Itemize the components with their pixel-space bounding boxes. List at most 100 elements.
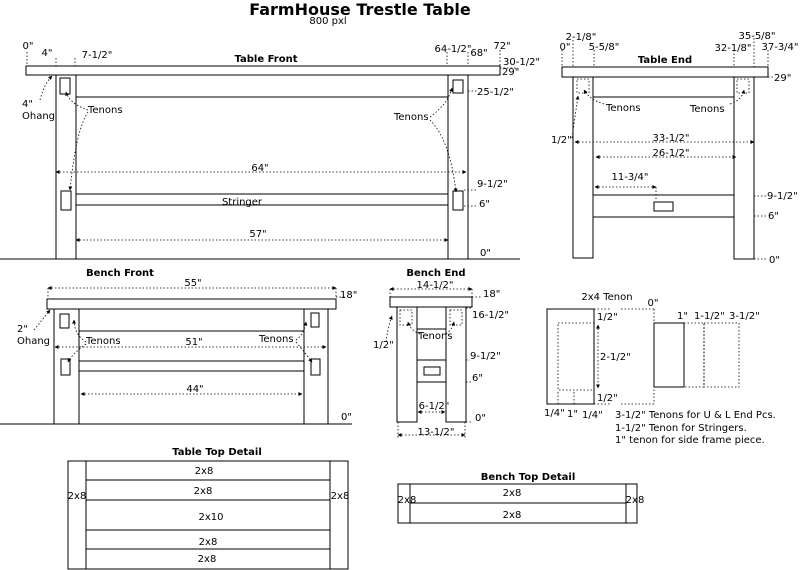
table-stringer: [75, 193, 449, 206]
dim-label: 35-5/8": [738, 31, 775, 42]
table-leg-right: [447, 74, 469, 260]
dim-label: 18": [340, 290, 357, 301]
table-top-detail: Table Top Detail 2x8 2x8 2x10 2x8 2x8 2x…: [67, 447, 349, 570]
dim-label: 1": [677, 311, 688, 322]
tenon-mark: [452, 79, 464, 94]
table-end-top: [561, 66, 769, 78]
tenon-note: 1" tenon for side frame piece.: [615, 435, 765, 446]
bench-top-detail-heading: Bench Top Detail: [481, 472, 576, 483]
dim-label: 14-1/2": [416, 280, 453, 291]
dim-label: 64-1/2": [434, 44, 471, 55]
bench-end-upper-rail: [416, 306, 447, 330]
tenon-side-shoulder: [653, 322, 685, 388]
tenon-note: 1-1/2" Tenon for Stringers.: [615, 423, 747, 434]
bench-top-board: [46, 298, 337, 310]
dim-label: 0": [480, 248, 491, 259]
dim-label: 57": [249, 229, 266, 240]
board-label: 2x10: [198, 512, 223, 523]
tenon-end-outline: [546, 308, 595, 405]
table-top-outline: [67, 460, 349, 570]
dim-label: 1/2": [373, 340, 394, 351]
tenon-mark: [60, 358, 71, 376]
bench-end-lower-rail: [416, 359, 447, 383]
bench-end-heading: Bench End: [406, 268, 465, 279]
tenon-detail: 2x4 Tenon 0" 1/2" 2-1/2" 1/2" 1/4" 1" 1/…: [544, 292, 776, 446]
board-label: 2x8: [503, 510, 522, 521]
dim-label: 3-1/2": [729, 311, 760, 322]
bench-leg-left: [53, 308, 80, 425]
tenon-mark: [310, 358, 321, 376]
tenon-detail-heading: 2x4 Tenon: [581, 292, 632, 303]
dim-label: 6": [479, 199, 490, 210]
end-board-label: 2x8: [398, 495, 417, 506]
dim-label: 44": [186, 384, 203, 395]
dim-label: 26-1/2": [652, 148, 689, 159]
dim-label: 29": [502, 67, 519, 78]
end-board-label: 2x8: [68, 491, 87, 502]
bench-apron: [78, 308, 305, 332]
dim-label: 1/2": [597, 312, 618, 323]
tenon-mark: [452, 190, 464, 211]
table-end-leg-right: [733, 76, 755, 260]
dim-label: 6": [768, 211, 779, 222]
dim-label: 68": [470, 48, 487, 59]
dim-label: 4": [42, 48, 53, 59]
dim-label: 16-1/2": [472, 310, 509, 321]
bench-top-detail: Bench Top Detail 2x8 2x8 2x8 2x8: [397, 472, 645, 524]
dim-label: 30-1/2": [503, 57, 540, 68]
overhang-number: 4": [22, 99, 33, 110]
stringer-mortise: [653, 201, 674, 212]
dim-label: 9-1/2": [767, 191, 798, 202]
tenons-label-right: Tenons: [258, 334, 294, 345]
dim-label: 1": [567, 409, 578, 420]
dim-label: 2-1/8": [566, 32, 597, 43]
dim-label: 29": [774, 73, 791, 84]
table-end-leg-left: [572, 76, 594, 259]
table-front-heading: Table Front: [234, 54, 297, 65]
dim-label: 1/2": [551, 135, 572, 146]
tenons-label-right: Tenons: [689, 104, 725, 115]
bench-front-heading: Bench Front: [86, 268, 154, 279]
table-top-detail-heading: Table Top Detail: [172, 447, 262, 458]
tenon-mark: [59, 313, 70, 329]
table-apron: [75, 74, 449, 98]
table-front-view: Table Front 0": [0, 41, 540, 260]
overhang-number: 2": [17, 324, 28, 335]
dim-label: 72": [493, 41, 510, 52]
page-subtitle: 800 pxl: [309, 16, 346, 27]
dim-label: 64": [251, 163, 268, 174]
board-label: 2x8: [195, 466, 214, 477]
board-label: 2x8: [194, 486, 213, 497]
tenon-mark: [60, 190, 72, 211]
tenons-label-left: Tenons: [605, 103, 641, 114]
dim-label: 6": [472, 373, 483, 384]
dim-label: 0": [475, 413, 486, 424]
dim-label: 1/4": [544, 408, 565, 419]
table-end-heading: Table End: [638, 55, 692, 66]
bench-top-outline: [397, 483, 638, 524]
tenons-label: Tenons: [417, 331, 453, 342]
table-end-lower-rail: [592, 194, 735, 218]
dim-label: 6-1/2": [419, 401, 450, 412]
dim-label: 33-1/2": [652, 133, 689, 144]
dim-label: 0": [648, 298, 659, 309]
dim-label: 11-3/4": [611, 172, 648, 183]
bench-leg-right: [303, 308, 329, 425]
tenon-note: 3-1/2" Tenons for U & L End Pcs.: [615, 410, 776, 421]
dim-label: 0": [769, 255, 780, 266]
dim-label: 51": [185, 337, 202, 348]
tenons-label-left: Tenons: [85, 336, 121, 347]
end-board-label: 2x8: [626, 495, 645, 506]
tenons-label-right: Tenons: [393, 112, 429, 123]
dim-label: 1/2": [597, 393, 618, 404]
dim-label: 55": [184, 278, 201, 289]
table-end-upper-rail: [592, 76, 735, 98]
board-label: 2x8: [199, 537, 218, 548]
bench-front-view: Bench Front 55" 18" 2" Ohang Tenons Teno…: [0, 268, 357, 425]
table-top-board: [25, 65, 501, 76]
table-end-view: Table End 2-1/8" 0" 5-5/8" 35-5/8" 32-1: [551, 31, 799, 266]
table-leg-left: [55, 74, 77, 260]
dim-label: 9-1/2": [470, 351, 501, 362]
dim-label: 2-1/2": [600, 352, 631, 363]
